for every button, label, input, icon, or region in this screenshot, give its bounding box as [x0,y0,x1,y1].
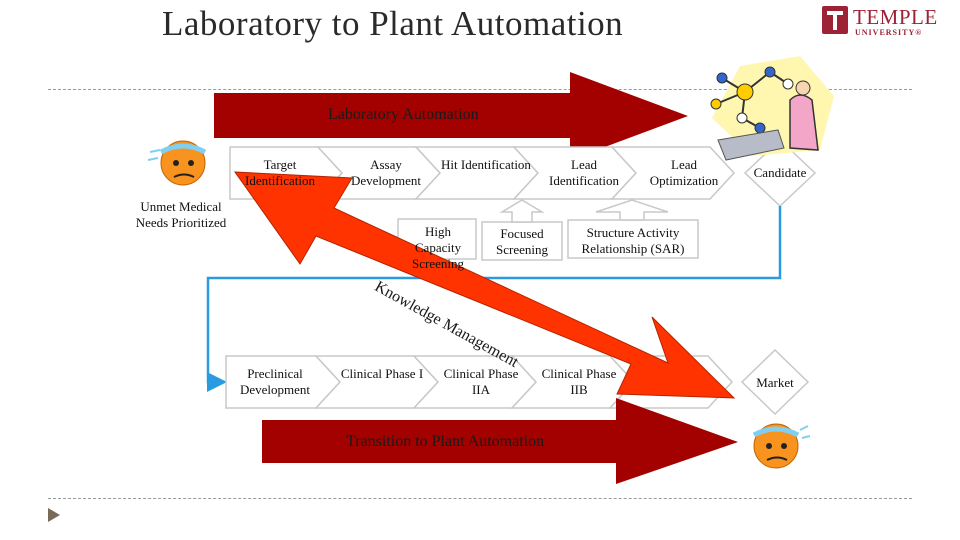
assay-development-label: Assay Development [350,157,422,188]
temple-t-icon [822,6,848,34]
up-arrow-focused [499,199,545,223]
sar-label: Structure Activity Relationship (SAR) [581,225,685,256]
worried-face-icon [147,140,207,186]
page-title: Laboratory to Plant Automation [162,4,623,44]
clinical-phase-2a-label: Clinical Phase IIA [443,366,519,397]
clinical-phase-2b-label: Clinical Phase IIB [541,366,617,397]
chevron-lead-optimization [610,146,736,200]
plant-automation-arrow [262,398,738,484]
temple-logo: TEMPLE UNIVERSITY® [822,6,952,40]
box-sar [567,219,699,259]
up-arrow-sar [595,199,669,221]
market-label: Market [756,375,794,390]
lead-identification-label: Lead Identification [548,157,620,188]
clinical-phase-1-label: Clinical Phase I [340,366,424,381]
preclinical-label: Preclinical Development [239,366,311,397]
plant-automation-label: Transition to Plant Automation [346,433,545,450]
laboratory-automation-label: Laboratory Automation [328,106,479,123]
logo-sub: UNIVERSITY® [855,28,923,37]
connector-line [206,206,782,392]
high-capacity-screening-label: High Capacity Screening [412,224,464,271]
target-identification-label: Target Identification [244,157,316,188]
logo-name: TEMPLE [853,5,938,29]
page-title-text: Laboratory to Plant Automation [162,4,624,43]
unmet-needs-label: Unmet Medical Needs Prioritized [135,199,227,230]
knowledge-management-arrow [233,171,736,399]
candidate-label: Candidate [753,165,807,180]
bottom-divider [48,498,912,499]
box-focused-screening [481,221,563,261]
lead-optimization-label: Lead Optimization [649,157,719,188]
diamond-market [740,348,810,416]
top-divider [48,89,912,90]
laboratory-automation-arrow [214,72,688,160]
focused-screening-label: Focused Screening [496,226,548,257]
play-icon[interactable] [48,508,60,522]
worried-face-icon [752,423,811,469]
molecule-scientist-icon [710,56,834,161]
hit-identification-label: Hit Identification [441,157,531,172]
